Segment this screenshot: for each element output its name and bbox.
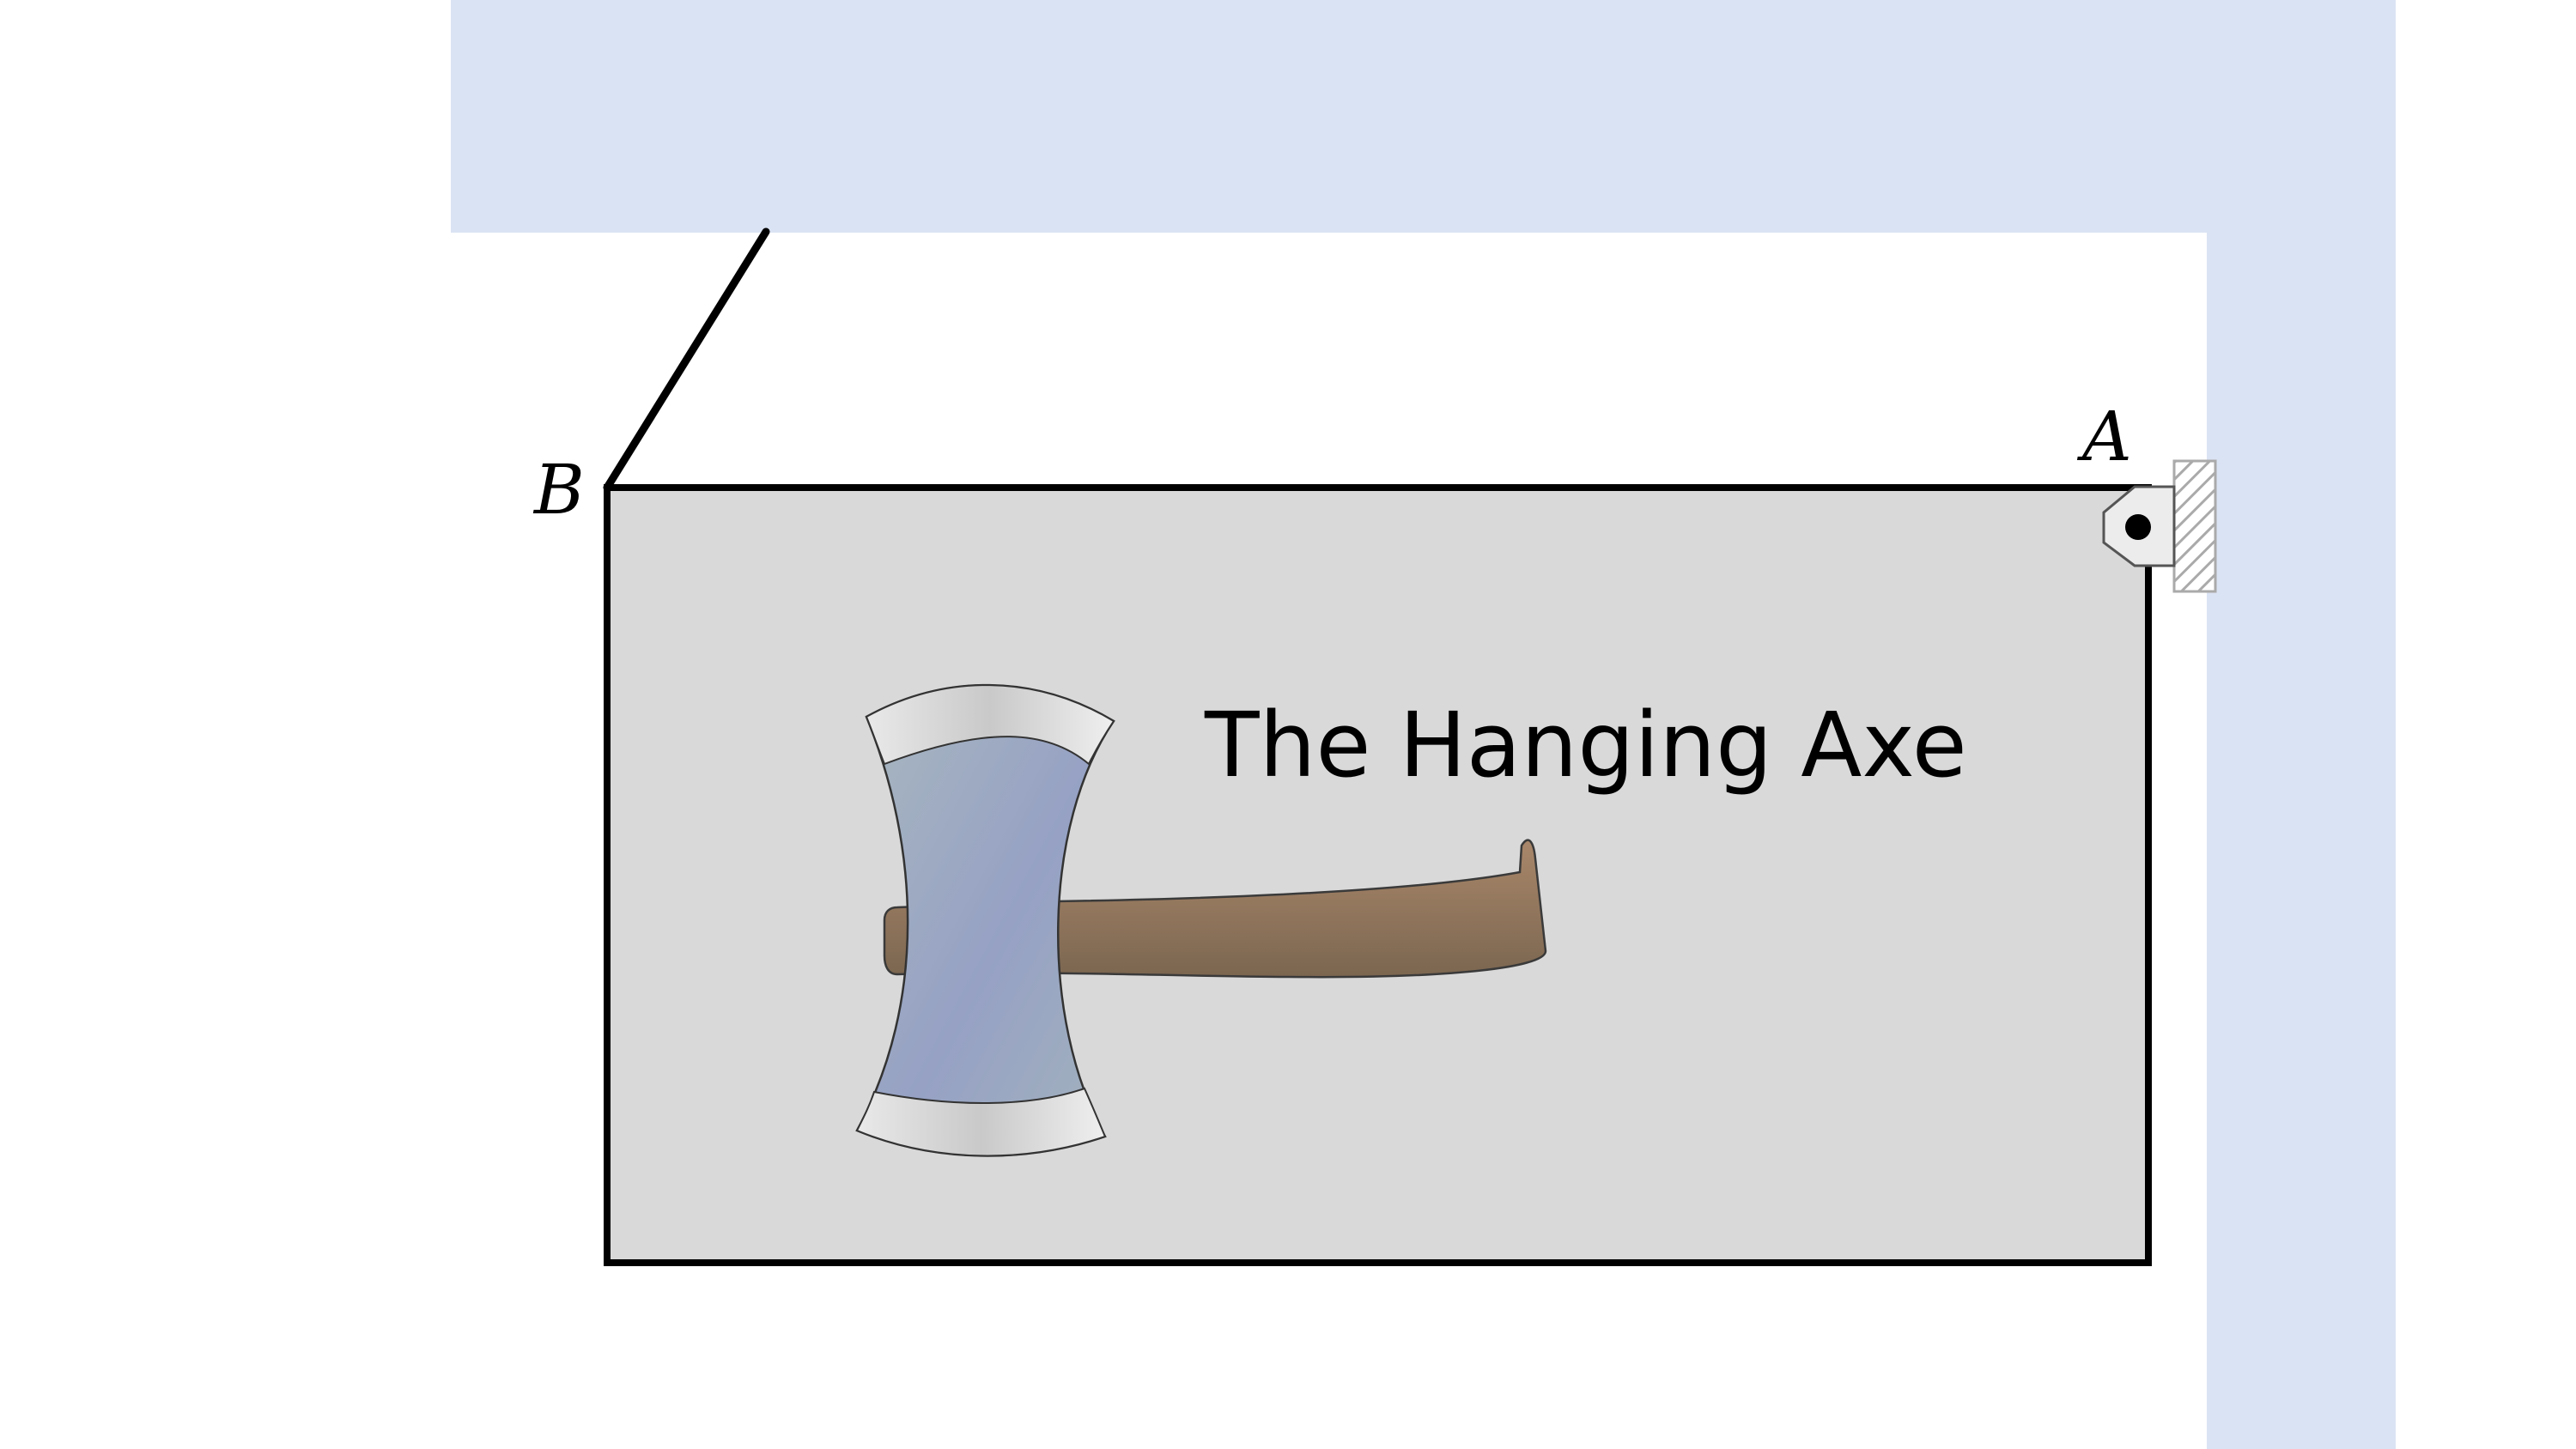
axe-blade-bottom-edge xyxy=(855,1087,1107,1157)
ceiling xyxy=(451,0,2396,233)
support-cable xyxy=(603,227,770,492)
label-b: B xyxy=(532,450,585,530)
axe-icon xyxy=(855,683,1547,1157)
wall xyxy=(451,0,2396,1449)
label-a: A xyxy=(2076,397,2132,476)
pin-icon xyxy=(2125,514,2151,540)
sign-board xyxy=(604,484,2152,1266)
sign-title: The Hanging Axe xyxy=(1204,693,1967,797)
pin-support xyxy=(2102,459,2217,593)
side-wall xyxy=(2207,0,2396,1449)
axe-blade-top-edge xyxy=(865,684,1115,766)
wall-bracket xyxy=(2172,459,2217,593)
